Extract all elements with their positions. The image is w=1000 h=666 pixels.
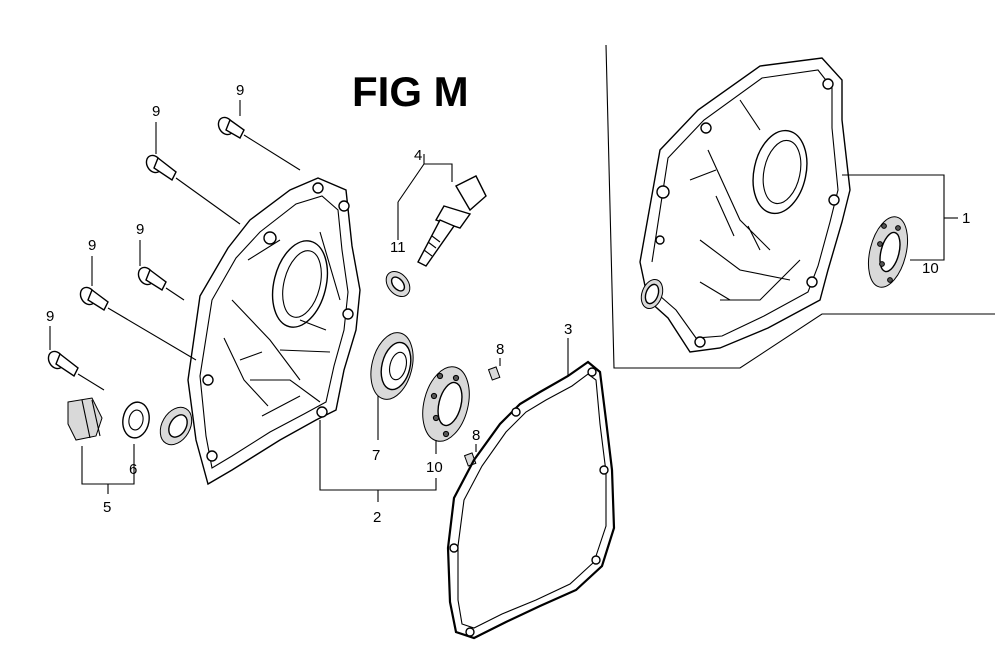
bolt — [79, 286, 109, 312]
callout-9-d: 9 — [88, 237, 96, 254]
bolt — [145, 154, 177, 182]
callout-9-a: 9 — [236, 82, 244, 99]
callout-6: 6 — [129, 461, 137, 478]
gasket: 3 — [446, 321, 616, 640]
bolt — [217, 116, 245, 139]
callout-1: 1 — [962, 210, 970, 227]
callout-10: 10 — [426, 459, 443, 476]
callout-2: 2 — [373, 509, 381, 526]
callout-4: 4 — [414, 147, 422, 164]
drain-plug-group: 5 6 — [67, 397, 150, 516]
assembly-inset: 1 10 — [605, 44, 995, 369]
crankcase-cover — [159, 177, 361, 486]
callout-11: 11 — [390, 239, 406, 256]
callout-7: 7 — [372, 447, 380, 464]
callout-10-inset: 10 — [922, 260, 939, 277]
callout-8-a: 8 — [496, 341, 504, 358]
figure-title: FIG M — [352, 68, 469, 115]
callout-3: 3 — [564, 321, 572, 338]
callout-9-c: 9 — [136, 221, 144, 238]
dipstick-group: 4 11 — [385, 147, 487, 298]
flange-bolts: 9 9 9 9 — [46, 82, 301, 391]
callout-9-e: 9 — [46, 308, 54, 325]
callout-5: 5 — [103, 499, 111, 516]
bolt — [137, 266, 167, 292]
callout-8-b: 8 — [472, 427, 480, 444]
seal-bearing-group: 7 10 2 — [319, 332, 470, 526]
callout-9-b: 9 — [152, 103, 160, 120]
bolt — [47, 350, 79, 378]
